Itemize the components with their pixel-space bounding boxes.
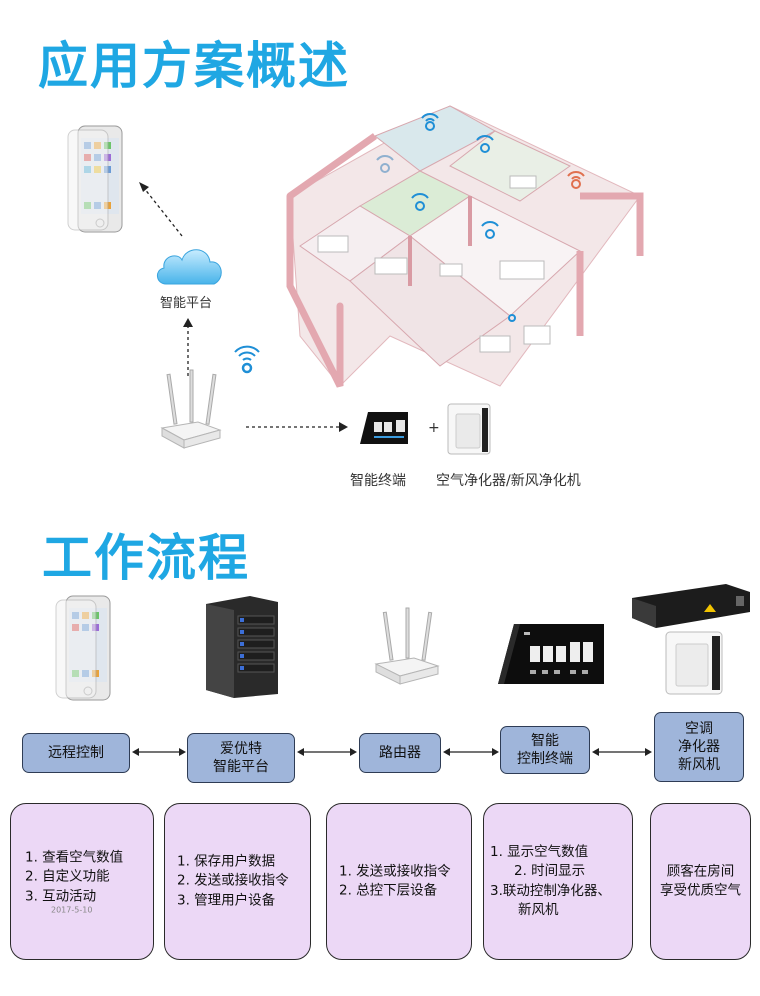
- plus-sign: +: [428, 420, 440, 436]
- arrow-router-terminal: [443, 746, 499, 758]
- arrow-platform-router: [297, 746, 357, 758]
- feature-box-remote: 1. 查看空气数值 2. 自定义功能 3. 互动活动 2017-5-10: [10, 803, 154, 960]
- workflow-router-image: [372, 606, 442, 690]
- node-router: 路由器: [359, 733, 441, 773]
- air-purifier-label: 空气净化器/新风净化机: [436, 473, 581, 489]
- cloud-to-phone-arrow: [136, 180, 186, 240]
- node-smart-platform: 爱优特 智能平台: [187, 733, 295, 783]
- feature-box-router: 1. 发送或接收指令 2. 总控下层设备: [326, 803, 472, 960]
- workflow-phone-image: [54, 594, 122, 704]
- server-image: [200, 594, 282, 700]
- smartphone-image: [66, 124, 134, 236]
- node-remote-control: 远程控制: [22, 733, 130, 773]
- node-devices: 空调 净化器 新风机: [654, 712, 744, 782]
- node-smart-terminal: 智能 控制终端: [500, 726, 590, 774]
- house-floorplan-image: [280, 86, 660, 398]
- date-stamp: 2017-5-10: [51, 905, 93, 915]
- feature-line: 2. 自定义功能: [25, 868, 110, 885]
- arrow-terminal-devices: [592, 746, 652, 758]
- feature-line: 2. 总控下层设备: [339, 882, 438, 899]
- feature-line: 1. 显示空气数值: [490, 843, 589, 860]
- feature-line: 2. 时间显示: [514, 862, 586, 879]
- smart-terminal-image: [358, 408, 410, 446]
- ventilator-image: [626, 578, 756, 638]
- feature-line: 顾客在房间: [666, 862, 735, 879]
- feature-line: 2. 发送或接收指令: [177, 872, 289, 889]
- feature-line: 1. 发送或接收指令: [339, 862, 451, 879]
- wifi-signal-icon: [232, 340, 262, 376]
- workflow-title: 工作流程: [42, 529, 250, 587]
- feature-box-devices: 顾客在房间 享受优质空气: [650, 803, 751, 960]
- router-to-cloud-arrow: [181, 318, 195, 378]
- feature-line: 3. 管理用户设备: [177, 892, 276, 909]
- feature-box-terminal: 1. 显示空气数值 2. 时间显示 3.联动控制净化器、 新风机: [483, 803, 633, 960]
- overview-title: 应用方案概述: [38, 37, 350, 95]
- workflow-terminal-image: [496, 620, 608, 688]
- feature-box-platform: 1. 保存用户数据 2. 发送或接收指令 3. 管理用户设备: [164, 803, 311, 960]
- feature-line: 新风机: [518, 902, 559, 919]
- feature-line: 1. 保存用户数据: [177, 853, 276, 870]
- workflow-purifier-image: [662, 630, 726, 696]
- cloud-icon: [152, 240, 228, 290]
- air-purifier-image: [446, 402, 492, 456]
- router-to-terminal-arrow: [244, 420, 350, 434]
- feature-line: 3. 互动活动: [25, 888, 97, 905]
- cloud-platform-label: 智能平台: [160, 296, 213, 311]
- smart-terminal-label: 智能终端: [350, 473, 406, 489]
- feature-line: 3.联动控制净化器、: [490, 882, 611, 899]
- router-image: [158, 368, 224, 454]
- feature-line: 1. 查看空气数值: [25, 849, 124, 866]
- feature-line: 享受优质空气: [660, 882, 741, 899]
- arrow-remote-platform: [132, 746, 186, 758]
